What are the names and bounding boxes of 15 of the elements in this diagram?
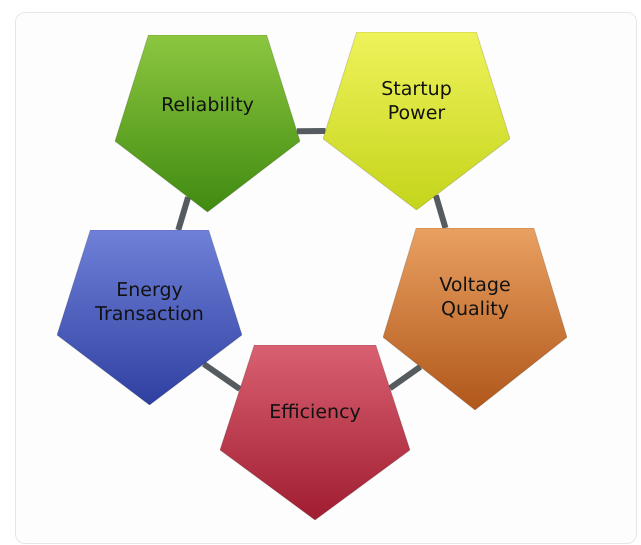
- node-label: Energy Transaction: [94, 278, 205, 326]
- node-label: Startup Power: [380, 77, 453, 125]
- connector-line: [175, 196, 191, 231]
- connector-line: [432, 194, 448, 229]
- connector-line: [202, 361, 242, 392]
- pentagon-node: [57, 230, 242, 405]
- pentagon-node: [220, 345, 410, 520]
- pentagon-node: [323, 32, 510, 210]
- node-label: Efficiency: [269, 400, 361, 424]
- connector-line: [388, 364, 422, 391]
- connector-line: [296, 128, 326, 134]
- pentagon-node: [383, 228, 567, 410]
- node-label: Voltage Quality: [438, 273, 512, 321]
- node-label: Reliability: [161, 93, 254, 117]
- pentagon-node: [115, 35, 300, 212]
